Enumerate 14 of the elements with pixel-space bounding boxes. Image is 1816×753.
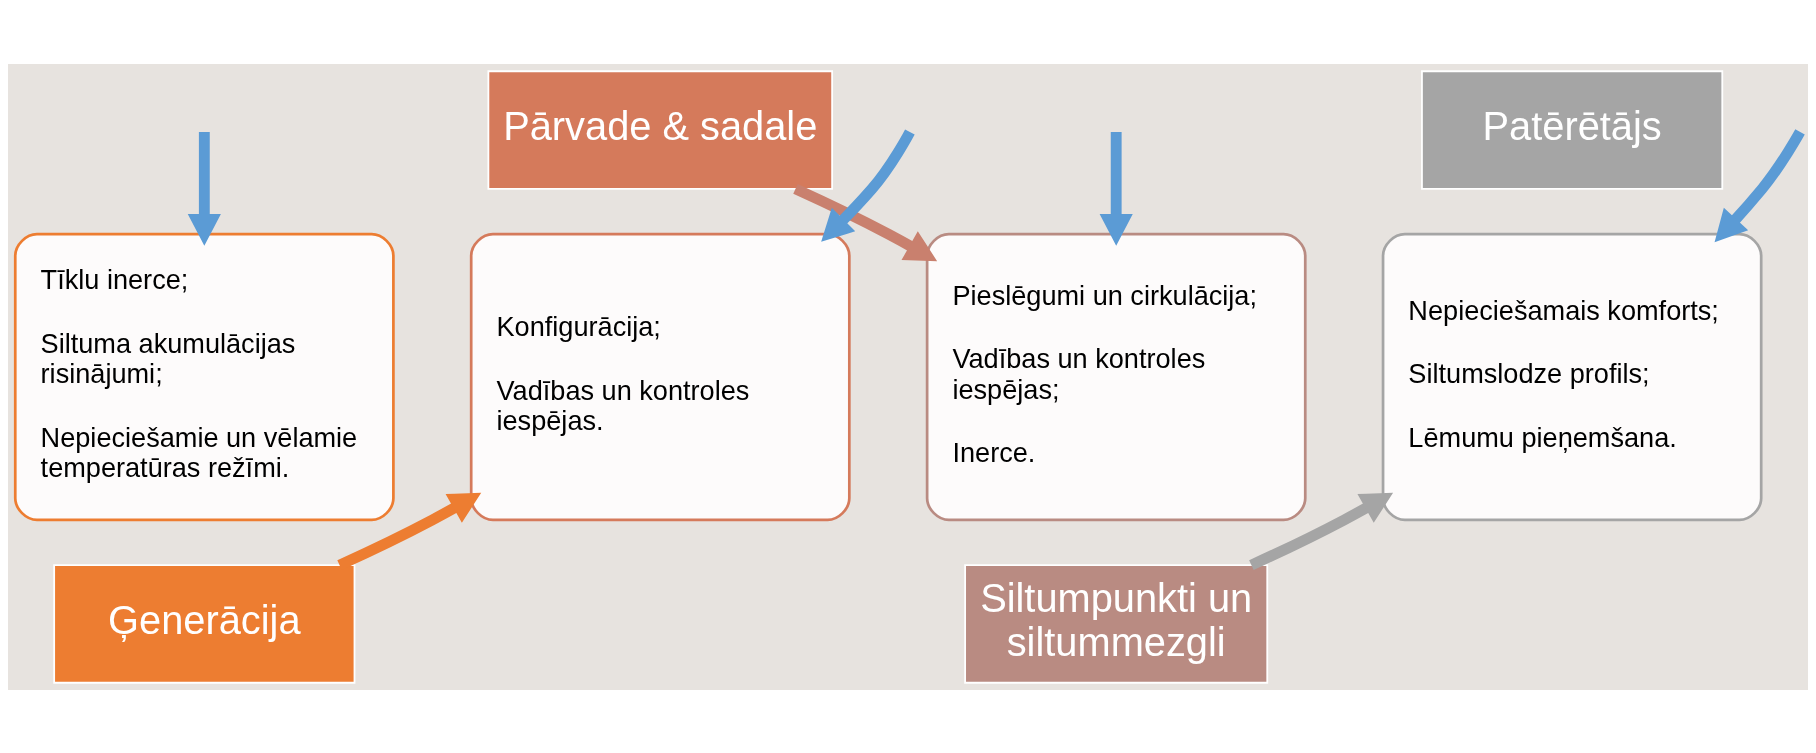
arrow bbox=[1714, 128, 1805, 242]
node-box: Patērētājs bbox=[1421, 69, 1724, 190]
node-box: Ģenerācija bbox=[53, 563, 356, 684]
node-box: Konfigurācija; Vadības un kontroles iespējas. bbox=[469, 232, 851, 521]
arrow bbox=[1099, 131, 1133, 246]
arrow bbox=[793, 183, 938, 261]
arrow bbox=[821, 128, 915, 242]
arrow bbox=[187, 131, 221, 246]
node-box: Tīklu inerce; Siltuma akumulācijas risinājumi; Nepieciešamie un vēlamie temperatūras režīmi. bbox=[13, 232, 395, 521]
node-box: Pieslēgumi un cirkulācija; Vadības un kontroles iespējas; Inerce. bbox=[925, 232, 1307, 521]
node-box: Pārvade & sadale bbox=[487, 69, 834, 190]
arrow bbox=[1249, 492, 1394, 570]
node-box: Siltumpunkti un siltummezgli bbox=[964, 563, 1269, 684]
node-box: Nepieciešamais komforts; Siltumslodze profils; Lēmumu pieņemšana. bbox=[1381, 232, 1763, 521]
